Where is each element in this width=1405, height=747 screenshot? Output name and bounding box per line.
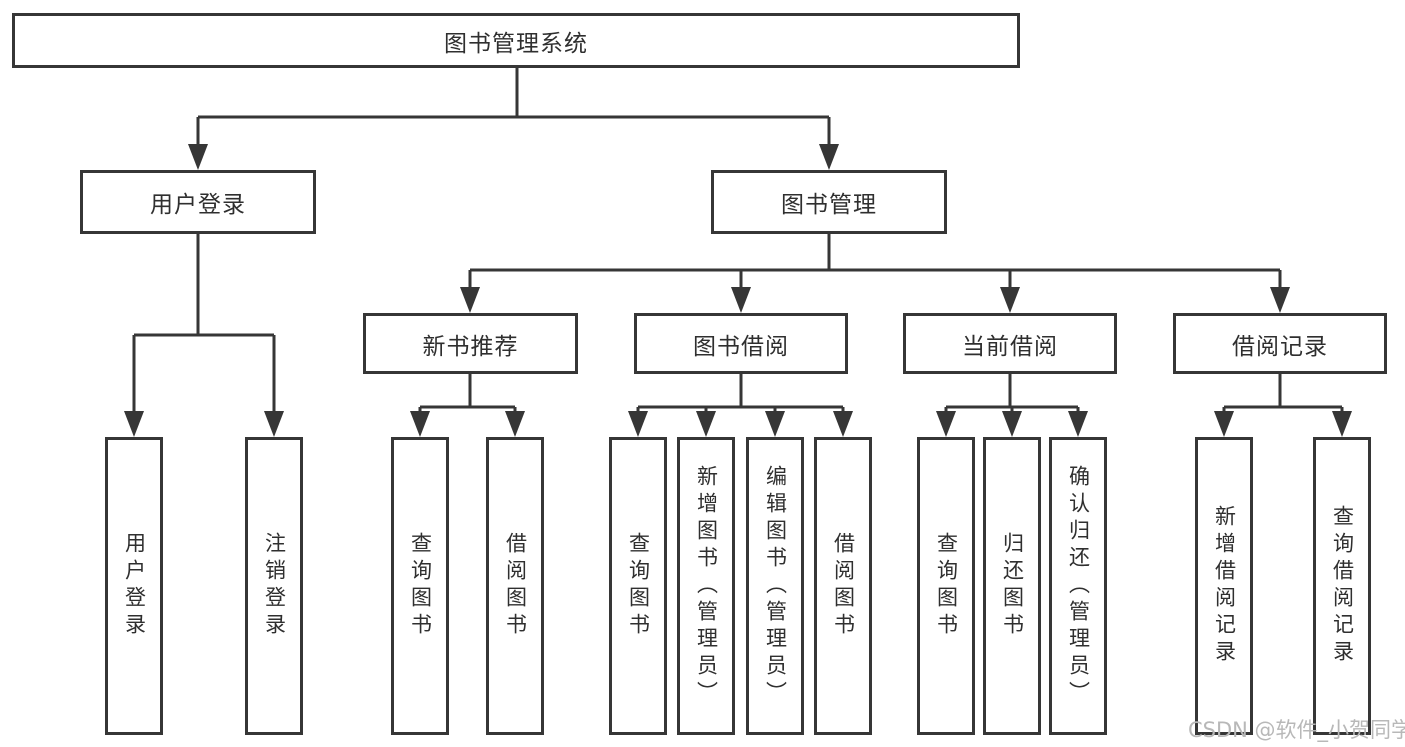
leaf-borrow-edit-admin-label: 编辑图书（管理员） — [763, 464, 788, 708]
leaf-logout: 注销登录 — [245, 437, 303, 735]
node-root-label: 图书管理系统 — [444, 30, 588, 57]
leaf-borrow-query: 查询图书 — [609, 437, 667, 735]
arrowheads-level2 — [188, 144, 839, 170]
connector-current-borrow-group — [944, 373, 1080, 413]
node-current-borrow: 当前借阅 — [903, 313, 1117, 374]
leaf-records-add: 新增借阅记录 — [1195, 437, 1253, 735]
leaf-current-return-label: 归还图书 — [1000, 532, 1025, 640]
node-book-borrow-label: 图书借阅 — [693, 333, 789, 360]
leaf-current-return: 归还图书 — [983, 437, 1041, 735]
leaf-borrow-add-admin-label: 新增图书（管理员） — [694, 464, 719, 708]
leaf-current-query-label: 查询图书 — [934, 532, 959, 640]
node-user-login-label: 用户登录 — [150, 192, 246, 218]
node-new-books-label: 新书推荐 — [422, 333, 519, 360]
leaf-borrow-borrow: 借阅图书 — [814, 437, 872, 735]
node-borrow-records: 借阅记录 — [1173, 313, 1387, 374]
arrowheads-current-borrow-group — [936, 411, 1088, 437]
connector-root-to-level2 — [196, 68, 831, 145]
leaf-borrow-borrow-label: 借阅图书 — [831, 532, 856, 640]
connector-new-books-group — [418, 373, 517, 413]
arrowheads-new-books-group — [410, 411, 525, 437]
node-current-borrow-label: 当前借阅 — [962, 333, 1058, 360]
arrowheads-user-login-group — [124, 411, 284, 437]
node-book-mgmt: 图书管理 — [711, 170, 947, 234]
leaf-user-login: 用户登录 — [105, 437, 163, 735]
leaf-borrow-add-admin: 新增图书（管理员） — [677, 437, 735, 735]
node-borrow-records-label: 借阅记录 — [1232, 333, 1328, 360]
leaf-current-confirm-return-admin: 确认归还（管理员） — [1049, 437, 1107, 735]
connector-book-mgmt-to-level3 — [468, 233, 1282, 288]
leaf-logout-label: 注销登录 — [262, 532, 287, 640]
leaf-current-confirm-return-admin-label: 确认归还（管理员） — [1066, 464, 1091, 708]
leaf-current-query: 查询图书 — [917, 437, 975, 735]
leaf-borrow-query-label: 查询图书 — [626, 532, 651, 640]
leaf-borrow-edit-admin: 编辑图书（管理员） — [746, 437, 804, 735]
leaf-records-query: 查询借阅记录 — [1313, 437, 1371, 735]
node-book-borrow: 图书借阅 — [634, 313, 848, 374]
leaf-user-login-label: 用户登录 — [122, 532, 147, 640]
leaf-records-query-label: 查询借阅记录 — [1330, 505, 1355, 667]
leaf-new-books-query: 查询图书 — [391, 437, 449, 735]
node-user-login: 用户登录 — [80, 170, 316, 234]
leaf-new-books-query-label: 查询图书 — [408, 532, 433, 640]
leaf-new-books-borrow-label: 借阅图书 — [503, 532, 528, 640]
leaf-records-add-label: 新增借阅记录 — [1212, 505, 1237, 667]
arrowheads-level3 — [460, 287, 1290, 313]
leaf-new-books-borrow: 借阅图书 — [486, 437, 544, 735]
node-book-mgmt-label: 图书管理 — [781, 192, 877, 218]
node-root: 图书管理系统 — [12, 13, 1020, 68]
arrowheads-borrow-records-group — [1214, 411, 1352, 437]
node-new-books: 新书推荐 — [363, 313, 578, 374]
connector-book-borrow-group — [636, 373, 845, 413]
connector-user-login-group — [132, 233, 276, 412]
csdn-watermark: CSDN @软件_小贺同学 — [1188, 718, 1405, 742]
connector-borrow-records-group — [1222, 373, 1344, 413]
arrowheads-book-borrow-group — [628, 411, 853, 437]
